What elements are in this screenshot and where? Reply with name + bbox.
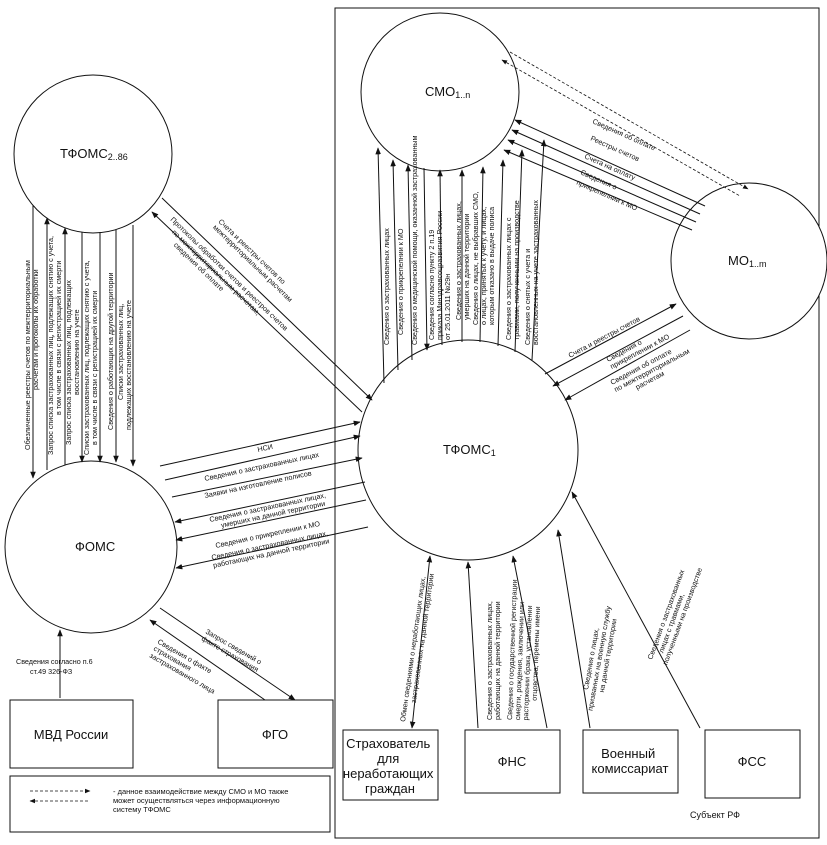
mo-tfoms1-arrow-2 [552,315,684,387]
fss-label: ФСС [738,754,767,769]
smo-tfoms1-label-6: Сведения о лицах, не выбравших СМО, о ли… [471,189,496,325]
smo-tfoms1-arrow-1 [375,147,385,384]
fns-tfoms1-arrow-1 [465,561,479,729]
insurer-label: Страхователь для неработающих граждан [343,736,437,796]
insurer-tfoms1-arrow [409,555,433,729]
military-tfoms1-label: Сведения о лицах, призванных на военную … [578,602,621,713]
mvd-foms-label-1: Сведения согласно п.6 [16,657,93,666]
military-box [582,729,679,794]
foms-tfoms1-label-1: НСИ [257,442,274,454]
foms-tfoms1-arrow-3 [171,456,363,498]
foms-tfoms1-arrow-6 [175,526,369,570]
smo-tfoms1-arrow-8 [497,159,506,347]
mvd-foms-label-2: ст.49 326-ФЗ [30,667,72,676]
tfoms-other-foms-label-6: Списки застрахованных лиц, подлежащих во… [116,300,133,430]
smo-tfoms1-label-2: Сведения о прикрепелнии к МО [396,228,405,335]
fgo-box [217,699,334,769]
military-label: Военный комиссариат [592,746,669,776]
smo-tfoms1-arrow-2 [390,159,399,371]
smo-mo-arrow-3 [507,139,697,223]
mo-node [670,182,827,340]
tfoms-other-foms-label-1: Обезличенные реестры счетов по межтеррит… [23,258,40,450]
legend-text: - данное взаимодействие между СМО и МО т… [113,787,291,814]
fgo-foms-arrow-2 [149,619,266,701]
smo-tfoms1-label-4: Сведения согласно пункту 2 п.19 приказа … [427,209,452,340]
smo-tfoms1-label-5: Сведения о застрахованных лицах, умерших… [454,199,471,320]
tfoms-other-foms-label-5: Сведения о работающих на другой территор… [106,273,115,431]
smo-tfoms1-label-8: Сведения о снятых с учета и восстановлен… [523,200,540,345]
foms-node [4,460,178,634]
tfoms1-node [357,339,579,561]
mvd-box [9,699,134,769]
fgo-foms-arrow-1 [159,607,296,701]
smo-mo-arrow-4 [503,149,693,231]
mo-tfoms1-arrow-3 [564,329,691,401]
fns-box [464,729,561,794]
legend-box [9,775,331,833]
foms-label: ФОМС [75,539,115,554]
fss-tfoms1-arrow [571,491,701,729]
smo-mo-dash-2 [501,59,741,197]
mvd-label: МВД России [34,727,108,742]
smo-mo-arrow-1 [514,119,706,207]
fns-tfoms1-arrow-2 [511,555,548,729]
fns-label: ФНС [498,754,527,769]
foms-tfoms1-arrow-5 [175,499,367,542]
foms-tfoms1-arrow-2 [164,434,361,481]
smo-tfoms1-arrow-10 [531,139,547,361]
tfoms-other-tfoms1-arrow-2 [151,211,363,413]
tfoms-other-foms-label-2: Запрос списка застрахованных лиц, подлеж… [46,234,63,455]
tfoms-other-node [13,74,173,234]
fss-box [704,729,801,799]
smo-mo-dash-1 [509,51,749,190]
insurer-tfoms1-label: Обмен сведениями о неработающих лицах, з… [398,572,436,724]
tfoms-other-tfoms1-label-1: Счета и реестры счетов по межтерриториал… [211,217,300,304]
tfoms1-label: ТФОМС1 [443,442,496,458]
smo-tfoms1-arrow-3 [405,164,413,361]
fgo-label: ФГО [262,727,288,742]
smo-label: СМО1..n [425,84,470,100]
region-label: Субъект РФ [690,810,740,820]
mo-tfoms1-arrow-1 [544,303,677,375]
smo-tfoms1-arrow-9 [514,149,525,353]
fns-tfoms1-label-1: Сведения о застрахованных лицах, работаю… [485,599,502,720]
foms-tfoms1-arrow-4 [174,481,366,524]
smo-tfoms1-label-7: Сведения о застрахованных лицах с травма… [504,200,521,340]
insurer-box [342,729,439,801]
tfoms-other-foms-label-3: Запрос списка застрахованных лиц, подлеж… [64,278,81,445]
mo-label: МО1..m [728,253,766,269]
smo-tfoms1-arrow-4 [423,167,430,351]
smo-tfoms1-arrow-7 [479,166,486,343]
tfoms-other-label: ТФОМС2..86 [60,146,128,162]
smo-tfoms1-label-1: Сведения о застрахованных лицах [382,228,391,345]
smo-tfoms1-arrow-5 [437,169,443,346]
smo-tfoms1-label-3: Сведения о медицинской помощи, оказанной… [410,136,419,345]
military-tfoms1-arrow [556,529,591,729]
region-frame [334,7,820,839]
foms-tfoms1-arrow-1 [159,420,361,467]
tfoms-other-tfoms1-arrow-1 [161,197,373,401]
fns-tfoms1-label-2: Сведения о государственной регистрации с… [505,577,543,721]
tfoms-other-foms-label-4: Списки застрахованных лиц, подлежащих сн… [82,258,99,455]
fss-tfoms1-label: Сведения о застрахованных лицах с травма… [645,561,704,666]
